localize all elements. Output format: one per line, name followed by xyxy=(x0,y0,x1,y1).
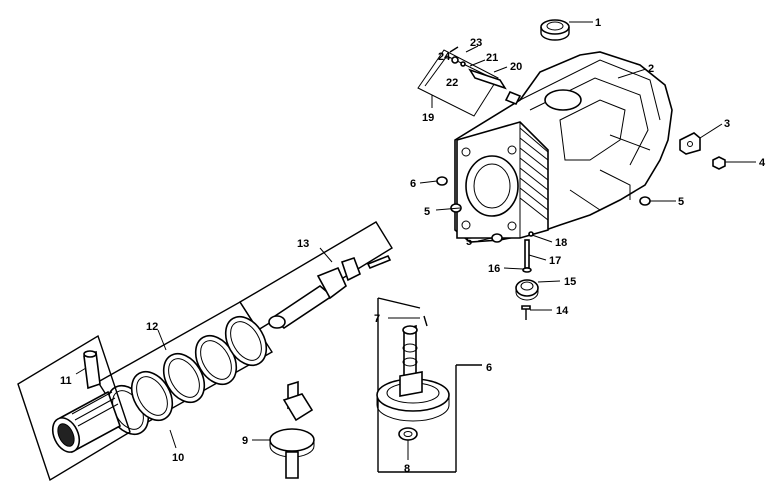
part-13-connecting-rod-box xyxy=(239,221,393,331)
camshaft xyxy=(376,315,450,422)
callout-13: 13 xyxy=(297,238,309,250)
part-15-gear xyxy=(515,279,539,301)
part-6-camshaft-box xyxy=(377,297,482,473)
callout-labels: 1 2 3 4 5 5 5 6 6 7 8 9 10 11 12 13 14 1… xyxy=(60,17,766,475)
callout-5-lower: 5 xyxy=(466,236,472,248)
part-10-11-piston-box xyxy=(17,334,131,482)
callout-23: 23 xyxy=(470,37,482,49)
part-1-seal xyxy=(540,19,570,41)
callout-5-right: 5 xyxy=(678,196,684,208)
part-4-nut xyxy=(712,156,726,170)
callout-11: 11 xyxy=(60,375,72,387)
callout-8: 8 xyxy=(404,463,410,475)
callout-6-camshaft: 6 xyxy=(486,362,492,374)
part-3-bracket xyxy=(679,132,701,155)
callout-24: 24 xyxy=(438,51,451,63)
callout-22: 22 xyxy=(446,77,458,89)
callout-19: 19 xyxy=(422,112,434,124)
callout-1: 1 xyxy=(595,17,601,29)
callout-20: 20 xyxy=(510,61,522,73)
callout-12: 12 xyxy=(146,321,158,333)
callout-16: 16 xyxy=(488,263,500,275)
part-16-18-shaft xyxy=(522,231,534,273)
part-8-washer xyxy=(398,427,418,441)
callout-9: 9 xyxy=(242,435,248,447)
part-12-ring-box xyxy=(97,301,273,436)
leader-lines xyxy=(75,21,756,460)
callout-6-upper: 6 xyxy=(410,178,416,190)
part-14-screw xyxy=(521,305,531,320)
callout-17: 17 xyxy=(549,255,561,267)
callout-4: 4 xyxy=(759,157,766,169)
callout-18: 18 xyxy=(555,237,567,249)
callout-3: 3 xyxy=(724,118,730,130)
callout-7: 7 xyxy=(374,313,380,325)
callout-14: 14 xyxy=(556,305,569,317)
part-2-crankcase xyxy=(454,51,673,243)
callout-2: 2 xyxy=(648,63,654,75)
part-9-crankshaft xyxy=(269,380,315,479)
part-19-24-breather xyxy=(417,46,522,117)
callout-21: 21 xyxy=(486,52,498,64)
callout-15: 15 xyxy=(564,276,576,288)
callout-5-left: 5 xyxy=(424,206,430,218)
callout-10: 10 xyxy=(172,452,184,464)
